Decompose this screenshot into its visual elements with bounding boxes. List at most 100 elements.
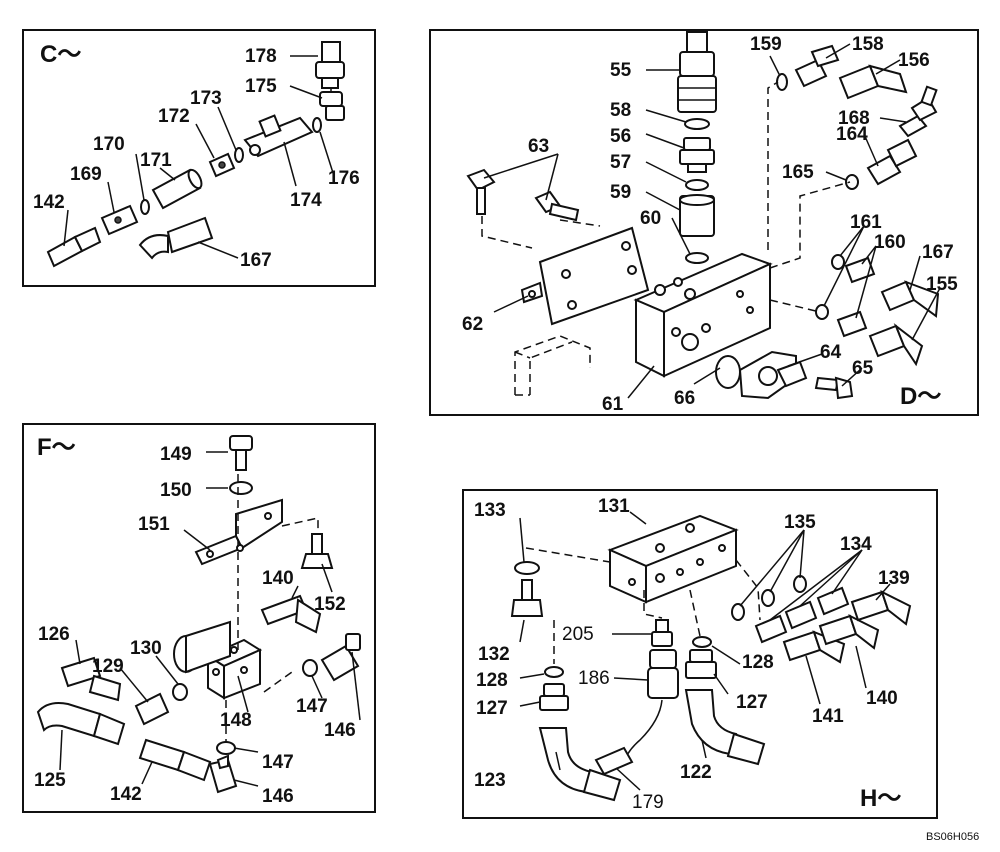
part-170-oring bbox=[140, 199, 150, 215]
part-158-elbow bbox=[794, 44, 840, 88]
panel-d-frame bbox=[429, 29, 979, 416]
label-128b: 128 bbox=[742, 652, 774, 673]
part-128-washer-a bbox=[544, 666, 564, 678]
part-130-oring bbox=[172, 683, 188, 701]
part-123-elbow-hose bbox=[538, 727, 622, 802]
part-165-oring bbox=[845, 174, 859, 190]
part-161-oring-b bbox=[815, 304, 829, 320]
label-57: 57 bbox=[610, 152, 631, 173]
label-63: 63 bbox=[528, 136, 549, 157]
part-179-cable-connector bbox=[594, 746, 634, 776]
label-142: 142 bbox=[110, 784, 142, 805]
solenoid bbox=[173, 620, 231, 674]
label-125: 125 bbox=[34, 770, 66, 791]
part-133-washer bbox=[514, 561, 540, 575]
part-155-hose-end bbox=[868, 322, 924, 367]
label-134: 134 bbox=[840, 534, 872, 555]
part-176-oring bbox=[312, 117, 322, 133]
part-57-oring bbox=[685, 179, 709, 191]
label-150: 150 bbox=[160, 480, 192, 501]
label-131: 131 bbox=[598, 496, 630, 517]
part-151-bracket bbox=[194, 498, 283, 566]
label-65: 65 bbox=[852, 358, 874, 379]
label-174: 174 bbox=[290, 190, 322, 211]
part-178-fitting bbox=[315, 41, 345, 89]
part-139-hose-end bbox=[850, 590, 912, 626]
label-170: 170 bbox=[93, 134, 125, 155]
label-186: 186 bbox=[578, 668, 610, 689]
part-63-bolt-a bbox=[466, 168, 496, 215]
part-159-oring bbox=[776, 73, 788, 91]
label-64: 64 bbox=[820, 342, 842, 363]
part-161-oring-a bbox=[831, 254, 845, 270]
part-146-elbow-a bbox=[320, 633, 361, 682]
part-56-adapter bbox=[679, 137, 715, 173]
part-148-block bbox=[205, 638, 263, 700]
label-61: 61 bbox=[602, 394, 624, 415]
part-63-bolt-b bbox=[534, 190, 580, 222]
label-123: 123 bbox=[474, 770, 506, 791]
part-146-elbow-b bbox=[208, 754, 238, 794]
panel-f-frame bbox=[22, 423, 376, 813]
part-140-hose-end bbox=[818, 614, 880, 650]
label-155: 155 bbox=[926, 274, 958, 295]
part-175-elbow bbox=[319, 88, 345, 121]
label-176: 176 bbox=[328, 168, 360, 189]
label-205: 205 bbox=[562, 624, 594, 645]
part-58-washer bbox=[684, 118, 710, 130]
label-140: 140 bbox=[866, 688, 898, 709]
part-167-elbow-hose bbox=[138, 216, 214, 260]
panel-d-title: D～ bbox=[900, 383, 941, 410]
label-165: 165 bbox=[782, 162, 814, 183]
label-129: 129 bbox=[92, 656, 124, 677]
label-126: 126 bbox=[38, 624, 70, 645]
part-135-oring-c bbox=[793, 575, 807, 593]
label-55: 55 bbox=[610, 60, 632, 81]
label-132: 132 bbox=[478, 644, 510, 665]
part-125-elbow-hose bbox=[36, 702, 126, 746]
part-122-elbow-hose bbox=[684, 689, 766, 766]
label-168: 168 bbox=[838, 108, 870, 129]
part-169-connector bbox=[100, 204, 139, 236]
label-169: 169 bbox=[70, 164, 102, 185]
bracket-dashed bbox=[514, 335, 591, 396]
panel-c: C～ bbox=[22, 29, 376, 287]
panel-d: D～ bbox=[429, 29, 979, 416]
label-151: 151 bbox=[138, 514, 170, 535]
part-131-valve-block bbox=[607, 514, 739, 604]
label-130: 130 bbox=[130, 638, 162, 659]
label-158: 158 bbox=[852, 34, 884, 55]
label-66: 66 bbox=[674, 388, 695, 409]
part-64-flange bbox=[738, 350, 808, 400]
diagram-code: BS06H056 bbox=[926, 831, 979, 843]
label-133: 133 bbox=[474, 500, 506, 521]
panel-c-frame bbox=[22, 29, 376, 287]
label-171: 171 bbox=[140, 150, 172, 171]
part-129-elbow bbox=[134, 692, 170, 726]
panel-f: F～ bbox=[22, 423, 376, 813]
label-56: 56 bbox=[610, 126, 631, 147]
label-167: 167 bbox=[922, 242, 954, 263]
panel-h-frame bbox=[462, 489, 938, 819]
label-146a: 146 bbox=[324, 720, 356, 741]
label-122: 122 bbox=[680, 762, 712, 783]
panel-h: H～ bbox=[462, 489, 938, 819]
part-62-plate bbox=[520, 226, 650, 326]
label-179: 179 bbox=[632, 792, 664, 813]
label-173: 173 bbox=[190, 88, 222, 109]
part-168-fitting bbox=[898, 85, 938, 138]
part-172-nipple bbox=[208, 152, 236, 178]
part-55-pressure-switch bbox=[677, 31, 717, 113]
part-60-oring bbox=[685, 252, 709, 264]
part-135-oring-a bbox=[731, 603, 745, 621]
label-127b: 127 bbox=[736, 692, 768, 713]
part-142-hose-end bbox=[46, 226, 102, 268]
panel-c-title: C～ bbox=[40, 41, 81, 68]
label-172: 172 bbox=[158, 106, 190, 127]
label-175: 175 bbox=[245, 76, 277, 97]
part-61-valve-block bbox=[633, 252, 773, 378]
part-186-pressure-sensor bbox=[623, 649, 679, 765]
part-140-hose-end bbox=[260, 594, 322, 634]
label-149: 149 bbox=[160, 444, 192, 465]
